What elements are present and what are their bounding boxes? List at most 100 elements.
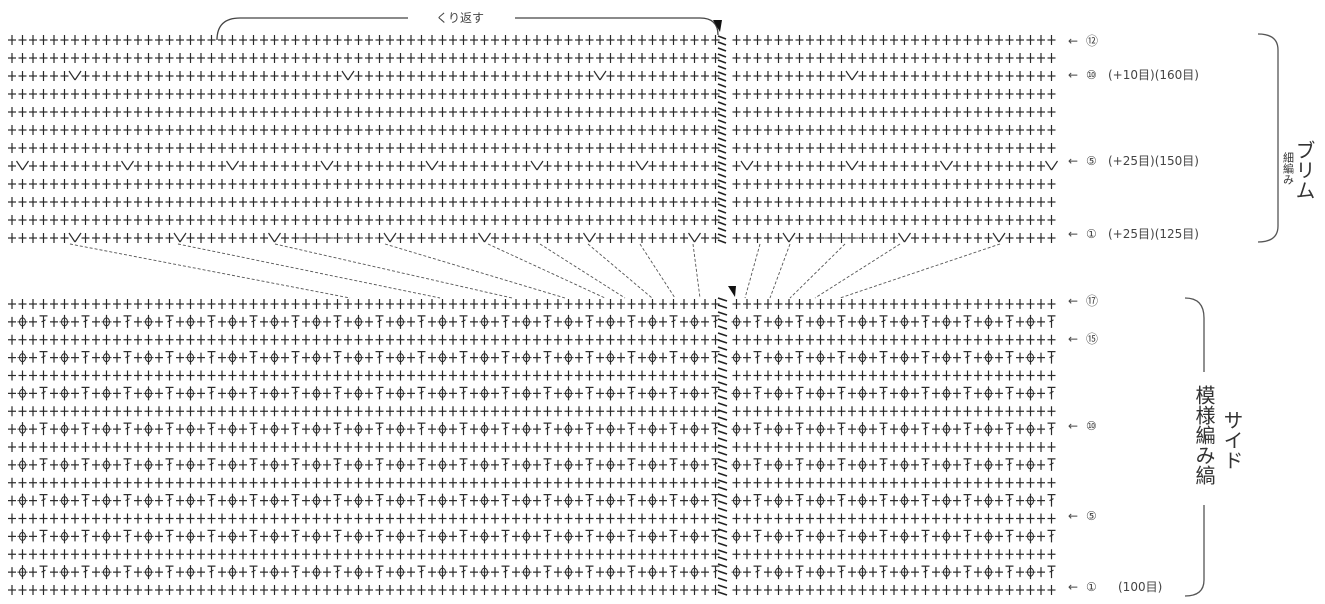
single-crochet-icon [628,35,636,45]
cluster-stitch-icon [942,386,952,400]
single-crochet-icon [544,125,552,135]
single-crochet-icon [29,353,37,363]
single-crochet-icon [344,496,352,506]
single-crochet-icon [449,35,457,45]
single-crochet-icon [628,89,636,99]
single-crochet-icon [911,442,919,452]
single-crochet-icon [817,143,825,153]
single-crochet-icon [8,215,16,225]
single-crochet-icon [376,585,384,595]
single-crochet-icon [491,406,499,416]
single-crochet-icon [596,371,604,381]
single-crochet-icon [428,442,436,452]
single-crochet-icon [281,107,289,117]
double-crochet-icon [544,459,552,471]
single-crochet-icon [344,107,352,117]
single-crochet-icon [806,197,814,207]
cluster-stitch-icon [900,458,910,472]
slip-stitch-mark [718,222,726,225]
single-crochet-icon [943,53,951,63]
single-crochet-icon [575,197,583,207]
cluster-stitch-icon [942,315,952,329]
single-crochet-icon [103,125,111,135]
single-crochet-icon [292,233,300,243]
single-crochet-icon [880,161,888,171]
single-crochet-icon [869,179,877,189]
single-crochet-icon [512,335,520,345]
single-crochet-icon [869,335,877,345]
single-crochet-icon [208,161,216,171]
single-crochet-icon [313,89,321,99]
single-crochet-icon [29,478,37,488]
double-crochet-icon [292,495,300,507]
slip-stitch-mark [718,515,727,518]
single-crochet-icon [208,549,216,559]
single-crochet-icon [166,179,174,189]
single-crochet-icon [323,197,331,207]
single-crochet-icon [964,107,972,117]
single-crochet-icon [869,478,877,488]
single-crochet-icon [565,89,573,99]
slip-stitch-mark [718,466,727,469]
single-crochet-icon [1027,442,1035,452]
slip-stitch-mark [718,508,727,511]
single-crochet-icon [176,161,184,171]
single-crochet-icon [187,442,195,452]
single-crochet-icon [491,35,499,45]
cluster-stitch-icon [690,565,700,579]
double-crochet-icon [838,423,846,435]
single-crochet-icon [113,460,121,470]
single-crochet-icon [1048,215,1056,225]
single-crochet-icon [260,496,268,506]
single-crochet-icon [596,388,604,398]
single-crochet-icon [365,388,373,398]
single-crochet-icon [239,53,247,63]
single-crochet-icon [71,161,79,171]
slip-stitch-mark [718,473,727,476]
single-crochet-icon [281,496,289,506]
single-crochet-icon [103,179,111,189]
cluster-stitch-icon [900,529,910,543]
cluster-stitch-icon [102,315,112,329]
single-crochet-icon [134,549,142,559]
single-crochet-icon [323,299,331,309]
repeat-label: くり返す [436,11,484,25]
single-crochet-icon [922,335,930,345]
slip-stitch-mark [718,54,726,57]
single-crochet-icon [218,125,226,135]
single-crochet-icon [218,353,226,363]
single-crochet-icon [92,317,100,327]
single-crochet-icon [670,371,678,381]
single-crochet-icon [1016,53,1024,63]
single-crochet-icon [806,514,814,524]
single-crochet-icon [806,215,814,225]
single-crochet-icon [680,233,688,243]
single-crochet-icon [460,197,468,207]
single-crochet-icon [575,531,583,541]
single-crochet-icon [922,478,930,488]
double-crochet-icon [334,495,342,507]
single-crochet-icon [869,531,877,541]
side-row-label: ← ⑮ [1068,332,1098,346]
single-crochet-icon [8,89,16,99]
single-crochet-icon [460,71,468,81]
single-crochet-icon [61,107,69,117]
single-crochet-icon [407,478,415,488]
single-crochet-icon [848,107,856,117]
single-crochet-icon [344,161,352,171]
single-crochet-icon [596,496,604,506]
cluster-stitch-icon [18,386,28,400]
single-crochet-icon [29,496,37,506]
single-crochet-icon [1048,89,1056,99]
single-crochet-icon [1027,53,1035,63]
single-crochet-icon [8,549,16,559]
single-crochet-icon [743,299,751,309]
single-crochet-icon [575,335,583,345]
double-crochet-icon [670,423,678,435]
single-crochet-icon [659,424,667,434]
single-crochet-icon [617,371,625,381]
single-crochet-icon [691,299,699,309]
single-crochet-icon [638,317,646,327]
single-crochet-icon [1048,107,1056,117]
cluster-stitch-icon [480,315,490,329]
